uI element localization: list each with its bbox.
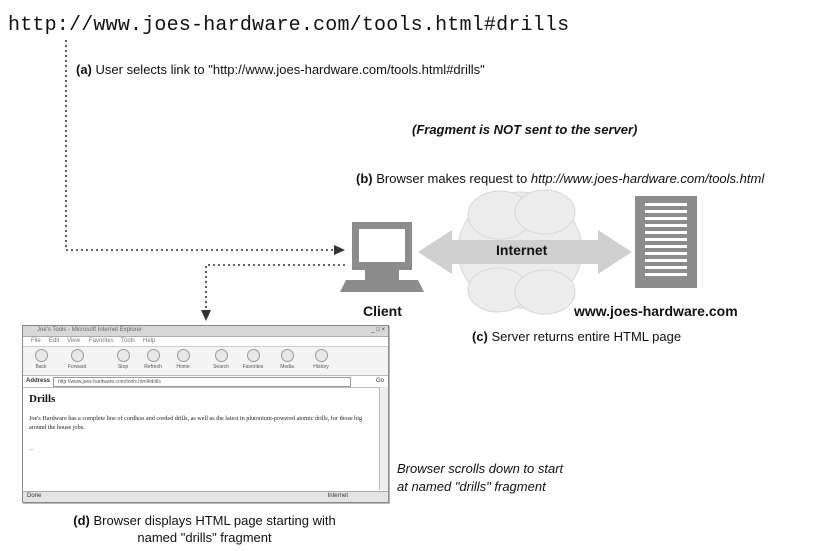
scroll-note-line2: at named "drills" fragment: [397, 479, 546, 494]
scroll-note: Browser scrolls down to start at named "…: [397, 460, 563, 496]
address-input[interactable]: http://www.joes-hardware.com/tools.html#…: [53, 377, 351, 387]
menu-view[interactable]: View: [67, 338, 80, 344]
back-icon: [34, 349, 48, 362]
forward-icon: [70, 349, 84, 362]
step-b-text: Browser makes request to: [376, 171, 531, 186]
scroll-note-line1: Browser scrolls down to start: [397, 461, 564, 476]
menu-edit[interactable]: Edit: [49, 338, 60, 344]
stop-icon: [116, 349, 130, 362]
fragment-note: (Fragment is NOT sent to the server): [412, 122, 638, 137]
step-d-line2: named "drills" fragment: [137, 530, 272, 545]
step-a-letter: (a): [76, 62, 92, 77]
step-a-caption: (a) User selects link to "http://www.joe…: [76, 62, 485, 77]
stop-label: Stop: [117, 364, 129, 370]
step-c-caption: (c) Server returns entire HTML page: [472, 329, 681, 344]
dotted-path-to-browser: [205, 264, 345, 310]
step-c-letter: (c): [472, 329, 488, 344]
page-heading: Drills: [29, 393, 56, 405]
status-left: Done: [27, 493, 42, 499]
menu-tools[interactable]: Tools: [121, 338, 136, 344]
vertical-scrollbar[interactable]: [379, 387, 388, 490]
address-bar: Address http://www.joes-hardware.com/too…: [23, 376, 388, 388]
step-d-letter: (d): [73, 513, 90, 528]
arrowhead-client: [334, 245, 345, 255]
client-label: Client: [363, 303, 402, 319]
go-button[interactable]: Go: [375, 378, 384, 384]
arrowhead-browser: [201, 310, 211, 321]
history-label: History: [313, 364, 329, 370]
back-label: Back: [35, 364, 47, 370]
step-d-text1: Browser displays HTML page starting with: [93, 513, 336, 528]
step-b-letter: (b): [356, 171, 373, 186]
menu-file[interactable]: File: [31, 338, 41, 344]
forward-button[interactable]: Forward: [65, 349, 89, 373]
browser-toolbar: Back Forward Stop Refresh Home Search Fa…: [23, 347, 388, 376]
page-ellipsis: ...: [29, 446, 34, 452]
step-b-caption: (b) Browser makes request to http://www.…: [356, 171, 764, 186]
step-a-text: User selects link to "http://www.joes-ha…: [95, 62, 485, 77]
refresh-label: Refresh: [144, 364, 162, 370]
browser-window: Joe's Tools - Microsoft Internet Explore…: [22, 325, 389, 503]
stop-button[interactable]: Stop: [111, 349, 135, 373]
media-button[interactable]: Media: [275, 349, 299, 373]
history-icon: [314, 349, 328, 362]
internet-label: Internet: [496, 242, 548, 258]
browser-titlebar: Joe's Tools - Microsoft Internet Explore…: [23, 326, 388, 337]
refresh-icon: [146, 349, 160, 362]
search-label: Search: [213, 364, 229, 370]
search-icon: [214, 349, 228, 362]
page-content: Drills Joe's Hardware has a complete lin…: [23, 387, 379, 490]
client-computer-icon: [340, 222, 424, 292]
step-c-text: Server returns entire HTML page: [491, 329, 682, 344]
forward-label: Forward: [67, 364, 87, 370]
step-b-url: http://www.joes-hardware.com/tools.html: [530, 171, 765, 186]
menu-favorites[interactable]: Favorites: [89, 338, 114, 344]
step-d-caption: (d) Browser displays HTML page starting …: [62, 512, 347, 546]
refresh-button[interactable]: Refresh: [141, 349, 165, 373]
history-button[interactable]: History: [309, 349, 333, 373]
address-label: Address: [26, 378, 51, 384]
home-icon: [176, 349, 190, 362]
media-label: Media: [280, 364, 294, 370]
menu-help[interactable]: Help: [143, 338, 156, 344]
status-right: Internet: [327, 493, 348, 499]
home-button[interactable]: Home: [171, 349, 195, 373]
favorites-button[interactable]: Favorites: [241, 349, 265, 373]
home-label: Home: [176, 364, 190, 370]
star-icon: [246, 349, 260, 362]
media-icon: [280, 349, 294, 362]
step-d-line1: (d) Browser displays HTML page starting …: [62, 512, 347, 529]
browser-menubar: File Edit View Favorites Tools Help: [23, 337, 388, 347]
server-icon: [635, 196, 697, 288]
page-paragraph: Joe's Hardware has a complete line of co…: [29, 415, 363, 431]
window-controls-icon[interactable]: _ □ ×: [371, 327, 385, 333]
browser-title: Joe's Tools - Microsoft Internet Explore…: [37, 327, 143, 333]
dotted-path-to-client: [65, 40, 334, 251]
search-button[interactable]: Search: [209, 349, 233, 373]
top-url: http://www.joes-hardware.com/tools.html#…: [8, 14, 570, 37]
internet-arrow: [418, 230, 632, 274]
back-button[interactable]: Back: [29, 349, 53, 373]
status-bar: Done Internet: [23, 491, 388, 502]
server-label: www.joes-hardware.com: [574, 303, 738, 319]
favorites-label: Favorites: [242, 364, 264, 370]
